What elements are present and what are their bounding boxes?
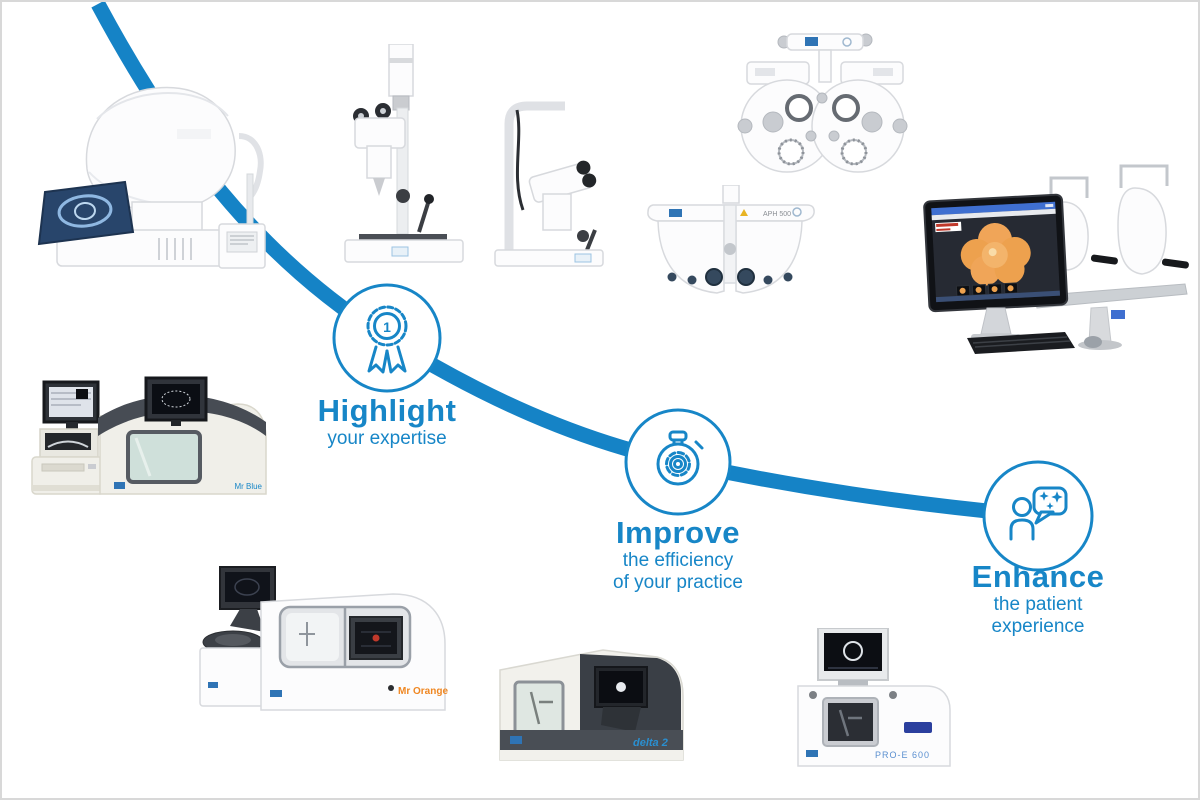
device-wavefront-analyzer	[27, 74, 272, 274]
device-mr-blue-edger: Mr Blue	[28, 352, 273, 504]
milestone-subtitle-line: of your practice	[613, 572, 743, 593]
brand-logo	[805, 37, 818, 46]
edger-window	[126, 430, 202, 484]
device-digital-phoropter: APH 500	[645, 185, 815, 310]
milestone-label-enhance: Enhance the patient experience	[928, 560, 1148, 638]
product-label-mr-orange: Mr Orange	[398, 686, 448, 697]
brand-logo	[114, 482, 125, 489]
device-slit-lamps	[337, 44, 617, 272]
device-manual-phoropter	[735, 28, 910, 180]
device-delta2-edger: delta 2	[485, 612, 690, 774]
milestone-subtitle-line: your expertise	[327, 428, 447, 449]
control-display	[904, 722, 932, 733]
svg-text:1: 1	[383, 319, 391, 335]
brand-logo	[510, 736, 522, 744]
edger-window	[513, 680, 565, 736]
mouse	[1084, 336, 1102, 348]
stopwatch-gear-icon	[656, 430, 704, 486]
device-retinal-imaging-station	[915, 164, 1190, 354]
brand-logo	[806, 750, 818, 757]
retina-mosaic-image	[960, 222, 1031, 286]
device-touchscreen	[37, 180, 135, 246]
brand-logo	[270, 690, 282, 697]
milestone-title: Highlight	[317, 393, 457, 428]
milestone-label-highlight: Highlight your expertise	[277, 394, 497, 450]
product-label-pro-e: PRO-E 600	[875, 750, 930, 760]
brand-logo	[208, 682, 218, 688]
first-place-medal-icon: 1	[366, 305, 408, 374]
warning-icon	[740, 209, 748, 216]
workstation-monitor	[923, 193, 1069, 313]
milestone-subtitle-line: experience	[991, 616, 1085, 637]
product-label-mr-blue: Mr Blue	[234, 482, 262, 491]
device-mr-orange-edger: Mr Orange	[195, 562, 455, 720]
product-label-aph: APH 500	[763, 211, 791, 218]
product-label-delta: delta 2	[633, 737, 668, 749]
patient-feedback-icon	[1009, 486, 1068, 541]
milestone-subtitle-line: the patient	[993, 594, 1083, 615]
milestone-title: Enhance	[971, 559, 1105, 594]
brand-logo	[669, 209, 682, 217]
milestone-subtitle-line: the efficiency	[622, 550, 734, 571]
milestone-title: Improve	[615, 515, 741, 550]
milestone-label-improve: Improve the efficiency of your practice	[568, 516, 788, 594]
device-pro-e-600-edger: PRO-E 600	[778, 628, 973, 776]
